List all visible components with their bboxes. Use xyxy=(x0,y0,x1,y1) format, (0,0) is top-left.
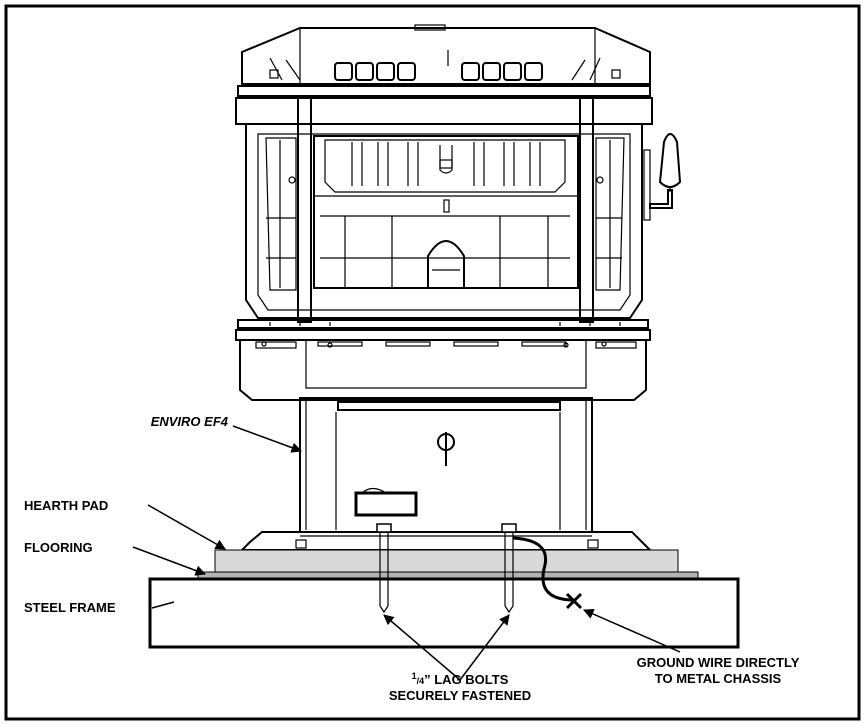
lag-bolt-right xyxy=(501,523,517,614)
steel-frame-label: STEEL FRAME xyxy=(24,600,116,615)
ground-wire xyxy=(512,536,575,602)
lag-bolts-label-line2: SECURELY FASTENED xyxy=(389,688,531,703)
leader-lines xyxy=(132,425,681,681)
outer-border xyxy=(4,4,861,721)
ground-wire-label: GROUND WIRE DIRECTLY xyxy=(637,655,800,670)
model-label: ENVIRO EF4 xyxy=(151,414,229,429)
ground-connection-mark xyxy=(565,592,583,610)
steel-frame xyxy=(148,577,740,649)
lag-bolts-label: 1/4” LAG BOLTS xyxy=(412,671,509,687)
lag-bolt-left xyxy=(376,523,392,614)
hearth-pad-label: HEARTH PAD xyxy=(24,498,108,513)
air-vent-slots xyxy=(334,62,543,81)
ground-wire-label-line2: TO METAL CHASSIS xyxy=(655,671,782,686)
control-knob xyxy=(437,432,455,466)
hearth-pad xyxy=(214,549,679,573)
stove-illustration xyxy=(235,24,682,551)
flooring-label: FLOORING xyxy=(24,540,93,555)
door-handle xyxy=(643,133,682,221)
